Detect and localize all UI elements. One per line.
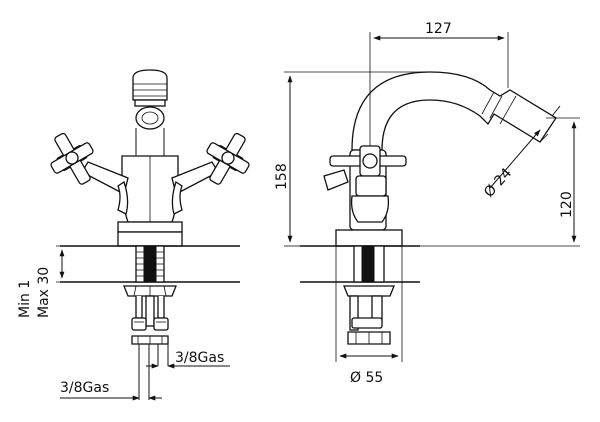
label-gas-right: 3/8Gas: [175, 350, 224, 366]
label-gas-left: 3/8Gas: [60, 380, 109, 396]
front-view: Min 1 Max 30 3/8Gas 3/8Gas: [17, 69, 250, 401]
dim-line-outlet-diameter: [489, 129, 541, 189]
label-max: Max 30: [36, 267, 52, 318]
side-base: [335, 229, 403, 247]
side-threaded-rod: [361, 245, 375, 283]
front-spout-top: [132, 69, 168, 101]
side-spout: [351, 71, 557, 151]
label-outlet-diameter: Ø 24: [481, 165, 515, 201]
label-height-total: 158: [274, 163, 290, 190]
front-base: [117, 221, 183, 233]
front-spout-outlet: [135, 106, 165, 130]
side-view: 127 158 120 Ø 24 Ø 55: [274, 21, 580, 386]
label-min: Min 1: [17, 280, 33, 318]
front-right-handle: [206, 132, 250, 185]
label-width: 127: [425, 21, 452, 37]
side-handle: [323, 145, 407, 223]
label-base-diameter: Ø 55: [350, 370, 383, 386]
label-height-outlet: 120: [559, 191, 575, 218]
front-left-handle: [50, 132, 94, 185]
